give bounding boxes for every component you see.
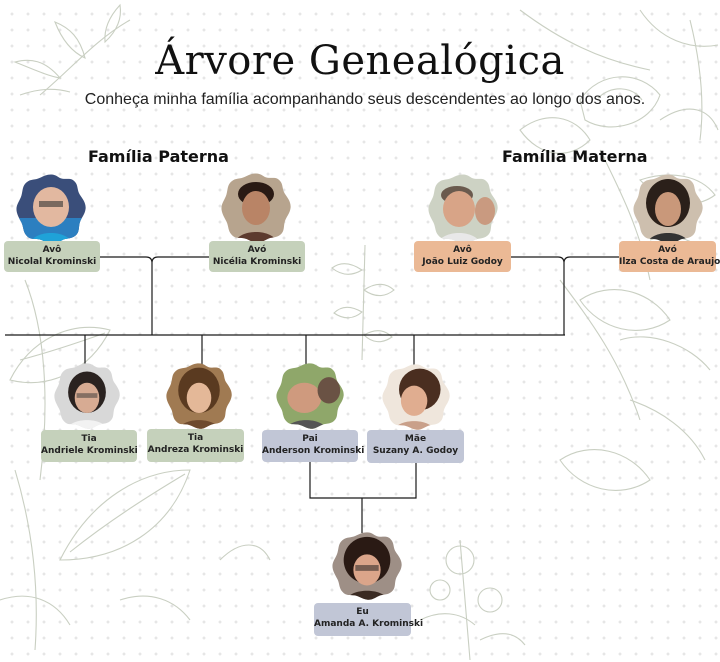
photo-nicolal-krominski bbox=[15, 173, 87, 245]
person-name: Ilza Costa de Araujo bbox=[619, 257, 720, 267]
card-andreza-krominski: Tia Andreza Krominski bbox=[147, 429, 244, 462]
person-name: Suzany A. Godoy bbox=[372, 446, 459, 456]
role-label: Eu bbox=[356, 607, 369, 617]
connector-paternal-couple bbox=[100, 256, 210, 335]
role-label: Mãe bbox=[404, 434, 427, 444]
person-name: Nicélia Krominski bbox=[212, 257, 302, 267]
person-name: Andriele Krominski bbox=[41, 446, 138, 456]
section-maternal-family: Família Materna bbox=[502, 147, 648, 166]
card-joao-luiz-godoy: Avô João Luiz Godoy bbox=[414, 241, 511, 272]
photo-andreza-krominski bbox=[165, 362, 233, 430]
role-label: Tia bbox=[187, 433, 204, 443]
person-name: João Luiz Godoy bbox=[422, 257, 503, 267]
photo-amanda-a-krominski bbox=[331, 531, 403, 601]
role-label: Avó bbox=[658, 245, 677, 255]
card-andriele-krominski: Tia Andriele Krominski bbox=[41, 430, 138, 462]
card-suzany-a-godoy: Mãe Suzany A. Godoy bbox=[367, 430, 464, 463]
role-label: Avô bbox=[42, 245, 62, 255]
card-ilza-costa-de-araujo: Avó Ilza Costa de Araujo bbox=[619, 241, 720, 272]
connector-maternal-couple bbox=[510, 256, 620, 335]
photo-nicelia-krominski bbox=[220, 172, 292, 244]
section-paternal-family: Família Paterna bbox=[88, 147, 229, 166]
photo-suzany-a-godoy bbox=[381, 363, 451, 431]
card-nicolal-krominski: Avô Nicolal Krominski bbox=[4, 241, 100, 272]
page-title: Árvore Genealógica bbox=[155, 38, 565, 84]
person-name: Anderson Krominski bbox=[262, 446, 365, 456]
photo-andriele-krominski bbox=[53, 362, 121, 430]
person-name: Andreza Krominski bbox=[147, 445, 244, 455]
page-subtitle: Conheça minha família acompanhando seus … bbox=[84, 91, 646, 108]
photo-ilza-costa-de-araujo bbox=[632, 173, 704, 245]
photo-anderson-krominski bbox=[275, 362, 345, 430]
person-name: Nicolal Krominski bbox=[7, 257, 97, 267]
card-anderson-krominski: Pai Anderson Krominski bbox=[262, 430, 365, 462]
card-amanda-a-krominski: Eu Amanda A. Krominski bbox=[314, 603, 424, 636]
role-label: Tia bbox=[81, 434, 97, 444]
person-name: Amanda A. Krominski bbox=[314, 619, 424, 629]
connector-parents-to-me bbox=[309, 462, 417, 533]
role-label: Avô bbox=[453, 245, 472, 255]
photo-joao-luiz-godoy bbox=[427, 173, 499, 245]
role-label: Avó bbox=[247, 245, 267, 255]
card-nicelia-krominski: Avó Nicélia Krominski bbox=[209, 241, 305, 272]
role-label: Pai bbox=[302, 434, 318, 444]
